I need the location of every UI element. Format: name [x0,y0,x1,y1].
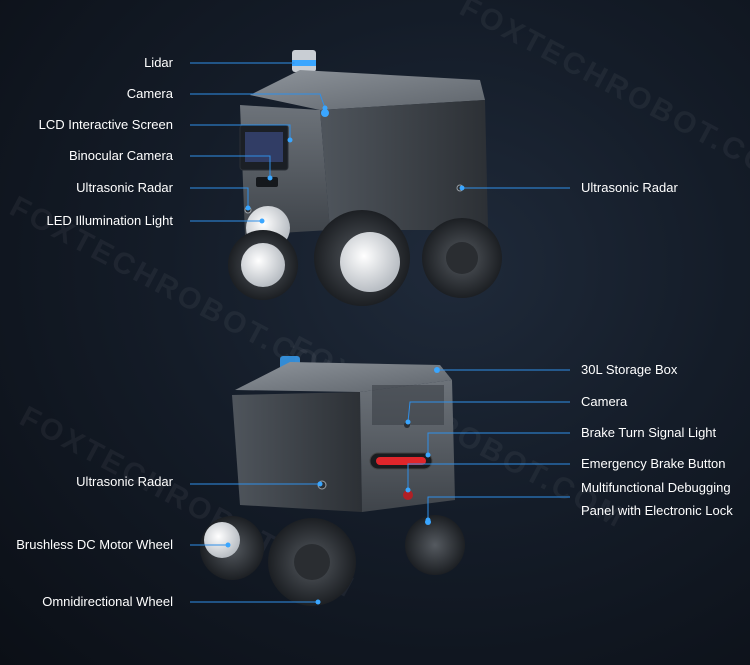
label-lcd-screen: LCD Interactive Screen [38,117,173,132]
top-robot [228,50,502,306]
label-ultrasonic-radar-bottom: Ultrasonic Radar [76,474,173,489]
bottom-robot-roof [235,362,452,392]
bottom-robot-side [232,392,362,512]
brake-light-bar [376,457,426,465]
label-ultrasonic-radar-right: Ultrasonic Radar [581,180,678,195]
callout-line-emergency [407,463,570,490]
callout-line-debug [427,496,570,520]
lidar-band [292,60,316,66]
callout-line-lcd [190,124,291,140]
label-debug-panel-line2: Panel with Electronic Lock [581,503,733,518]
label-lidar: Lidar [144,55,173,70]
label-camera: Camera [126,86,173,101]
top-robot-side [320,100,488,230]
callout-line-brake-light [427,432,570,455]
label-motor-wheel: Brushless DC Motor Wheel [16,537,173,552]
label-omni-wheel: Omnidirectional Wheel [42,594,173,609]
rear-wheel [405,515,465,575]
label-emergency-button: Emergency Brake Button [581,456,726,471]
label-led-light: LED Illumination Light [46,213,173,228]
label-binocular-camera: Binocular Camera [68,148,173,163]
label-storage-box: 30L Storage Box [581,362,678,377]
label-camera-bottom: Camera [581,394,628,409]
top-robot-roof [250,70,485,110]
callout-line-ultrasonic-left [190,187,249,208]
label-ultrasonic-radar-left: Ultrasonic Radar [76,180,173,195]
callout-line-camera-bottom [407,401,570,423]
callout-dots [225,60,465,605]
bottom-robot [200,356,465,606]
emergency-button [403,490,413,500]
label-debug-panel-line1: Multifunctional Debugging [581,480,731,495]
label-brake-turn-light: Brake Turn Signal Light [581,425,717,440]
callout-lines [190,62,570,603]
callout-line-camera [190,93,326,109]
binocular-camera [256,177,278,187]
callout-line-binocular [190,155,271,178]
